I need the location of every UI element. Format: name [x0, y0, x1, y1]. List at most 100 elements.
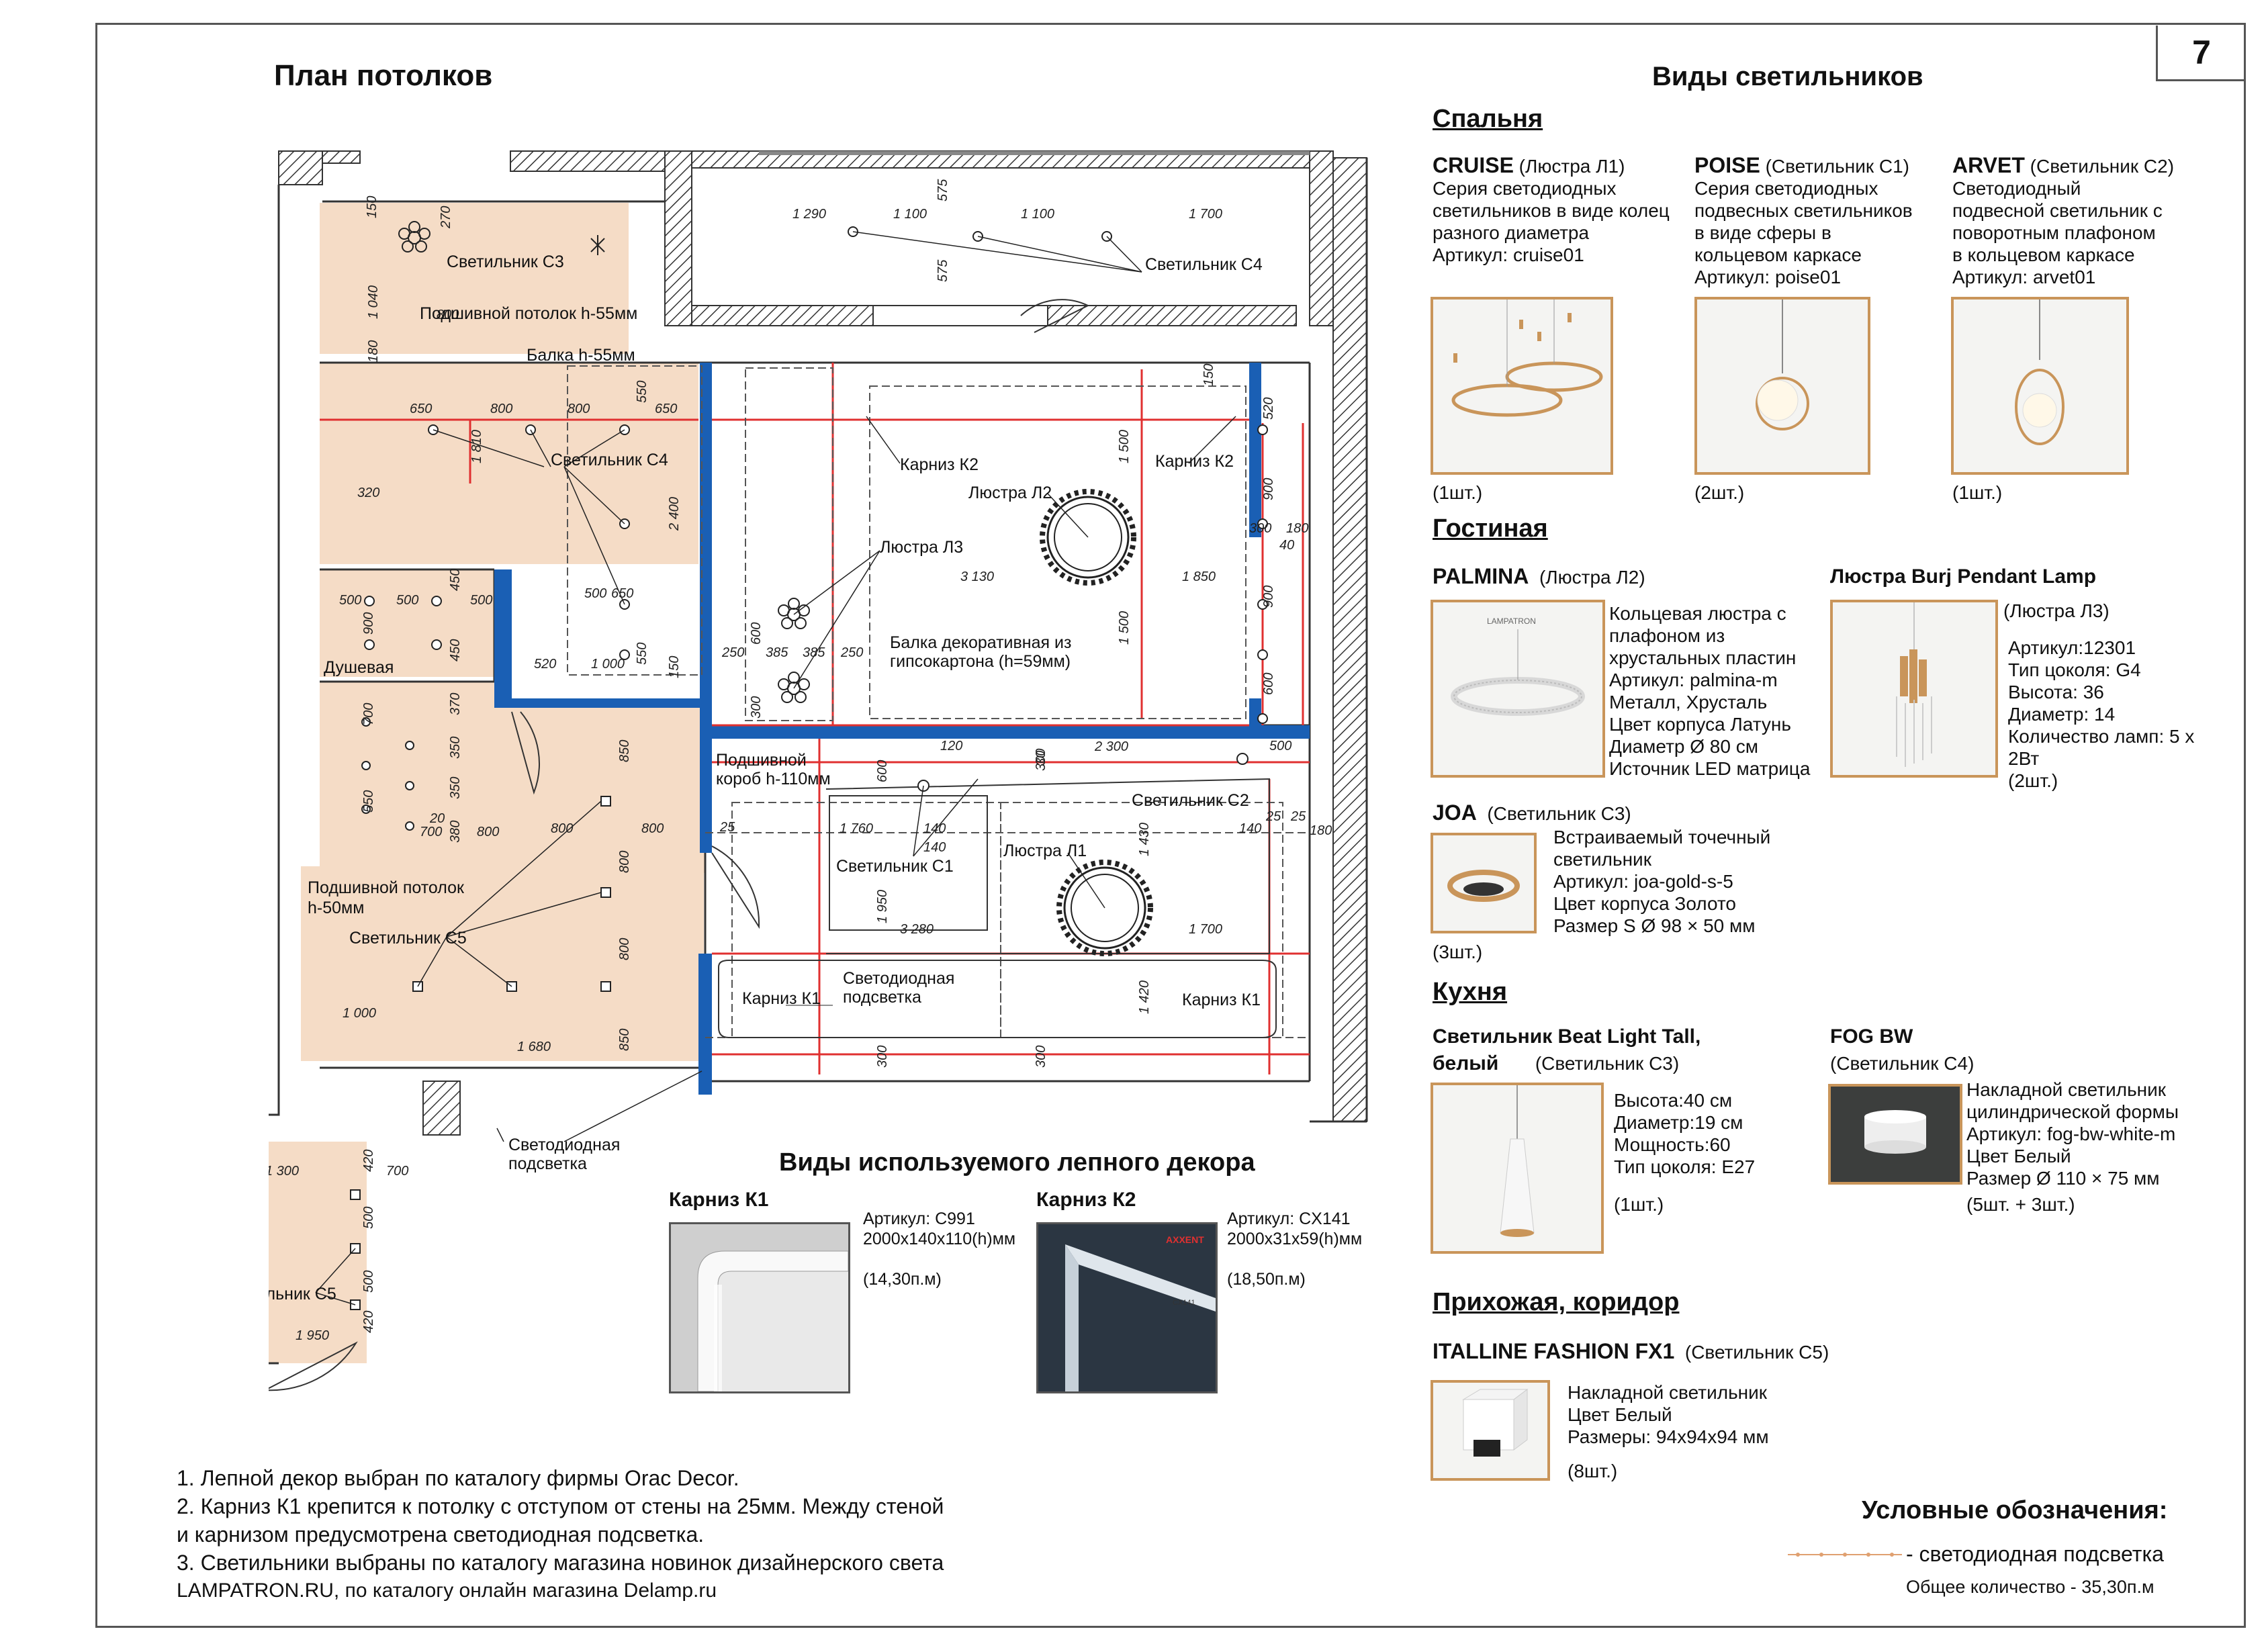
svg-text:575: 575: [936, 179, 950, 201]
svg-text:LAMPATRON: LAMPATRON: [1487, 616, 1536, 626]
svg-text:CX141: CX141: [1173, 1299, 1195, 1307]
k2-name: Карниз К2: [1036, 1189, 1136, 1211]
doors: [269, 299, 1090, 1391]
joa-qty: (3шт.): [1433, 942, 1483, 962]
svg-text:25: 25: [719, 820, 735, 835]
blue-walls: [494, 363, 1310, 1095]
beat-qty: (1шт.): [1614, 1194, 1664, 1215]
svg-text:Балка h-55мм: Балка h-55мм: [527, 346, 635, 365]
svg-text:500: 500: [1269, 739, 1291, 753]
k1-info: Артикул: C991 2000х140х110(h)мм (14,30п.…: [863, 1209, 1016, 1289]
svg-text:550: 550: [635, 381, 649, 403]
italline-title: ITALLINE FASHION FX1 (Светильник С5): [1433, 1339, 1829, 1363]
page-frame: [95, 23, 2246, 1628]
svg-text:800: 800: [641, 821, 664, 836]
poise-info: POISE (Светильник С1) Серия светодиодных…: [1694, 153, 1913, 288]
svg-text:1 430: 1 430: [1137, 823, 1152, 856]
svg-text:1 420: 1 420: [1137, 980, 1152, 1014]
svg-text:550: 550: [635, 643, 649, 665]
svg-text:700: 700: [361, 703, 376, 725]
svg-text:150: 150: [365, 196, 379, 218]
arvet-qty: (1шт.): [1952, 482, 2003, 503]
joa-image: [1431, 833, 1537, 933]
svg-text:250: 250: [721, 645, 744, 660]
arvet-info: ARVET (Светильник С2) Светодиодный подве…: [1952, 153, 2175, 288]
svg-text:300: 300: [875, 1046, 890, 1068]
svg-text:300: 300: [749, 696, 764, 719]
italline-image: [1431, 1380, 1550, 1481]
bedroom-heading: Спальня: [1433, 105, 1543, 133]
svg-text:180: 180: [1310, 823, 1332, 838]
svg-text:385: 385: [766, 645, 788, 660]
svg-text:1 810: 1 810: [469, 430, 484, 463]
k1-name: Карниз К1: [669, 1189, 769, 1211]
svg-text:AXXENT: AXXENT: [1166, 1234, 1204, 1245]
svg-text:1 500: 1 500: [1117, 430, 1132, 463]
svg-text:Светильник С4: Светильник С4: [551, 451, 668, 469]
svg-text:Светодиодная: Светодиодная: [508, 1136, 620, 1154]
floor-fills: [269, 203, 705, 1363]
svg-text:500: 500: [361, 1207, 376, 1229]
svg-text:Карниз К1: Карниз К1: [742, 989, 821, 1008]
svg-text:320: 320: [357, 486, 379, 500]
svg-text:420: 420: [361, 1150, 376, 1172]
svg-text:1 950: 1 950: [875, 890, 890, 923]
page-number: 7: [2156, 26, 2245, 81]
svg-text:500: 500: [396, 593, 418, 608]
svg-text:Подшивной: Подшивной: [716, 751, 807, 770]
svg-text:900: 900: [1261, 586, 1276, 608]
square-luminaires: [350, 796, 611, 1310]
svg-text:20: 20: [429, 811, 445, 826]
svg-text:1 700: 1 700: [1189, 922, 1222, 937]
svg-text:800: 800: [617, 851, 632, 873]
svg-text:800: 800: [477, 825, 499, 839]
svg-text:575: 575: [936, 259, 950, 282]
note-3: 3. Светильники выбраны по каталогу магаз…: [177, 1551, 944, 1575]
joa-desc: Встраиваемый точечный светильник Артикул…: [1553, 827, 1771, 936]
svg-text:3 280: 3 280: [900, 922, 934, 937]
svg-text:300: 300: [1249, 521, 1271, 536]
svg-text:1 680: 1 680: [517, 1040, 551, 1054]
svg-text:Светильник С2: Светильник С2: [1132, 791, 1249, 810]
chandelier-l3-symbol-a: [778, 598, 810, 629]
svg-text:140: 140: [1239, 821, 1261, 836]
note-3b: LAMPATRON.RU, по каталогу онлайн магазин…: [177, 1579, 717, 1602]
lighting-title: Виды светильников: [1652, 62, 1923, 91]
svg-text:600: 600: [749, 623, 764, 645]
legend-led-line: [1788, 1553, 1902, 1557]
svg-text:300: 300: [1034, 1046, 1048, 1068]
cruise-qty: (1шт.): [1433, 482, 1483, 503]
palmina-desc: Кольцевая люстра с плафоном из хрустальн…: [1609, 603, 1811, 779]
svg-text:1 700: 1 700: [1189, 207, 1222, 222]
svg-text:180: 180: [1286, 521, 1308, 536]
burj-desc: Артикул:12301 Тип цоколя: G4 Высота: 36 …: [2008, 637, 2195, 791]
svg-text:подсветка: подсветка: [508, 1154, 587, 1173]
svg-text:370: 370: [448, 693, 463, 715]
svg-text:520: 520: [534, 657, 556, 672]
svg-text:150: 150: [667, 656, 682, 678]
svg-text:Подшивной потолок h-55мм: Подшивной потолок h-55мм: [420, 304, 637, 323]
burj-title: Люстра Burj Pendant Lamp: [1830, 565, 2097, 588]
svg-text:Карниз К1: Карниз К1: [1182, 991, 1261, 1009]
legend-title: Условные обозначения:: [1862, 1496, 2168, 1524]
decor-title: Виды используемого лепного декора: [779, 1148, 1255, 1177]
svg-text:Светильник С3: Светильник С3: [447, 253, 564, 271]
svg-text:700: 700: [386, 1164, 408, 1179]
svg-text:Балка декоративная из: Балка декоративная из: [890, 633, 1071, 652]
svg-text:30: 30: [1034, 751, 1048, 766]
k1-image: [669, 1222, 850, 1393]
svg-text:500: 500: [339, 593, 361, 608]
italline-desc: Накладной светильник Цвет Белый Размеры:…: [1568, 1382, 1769, 1447]
svg-text:Люстра Л1: Люстра Л1: [1003, 841, 1087, 860]
poise-image: [1694, 297, 1870, 475]
kitchen-heading: Кухня: [1433, 978, 1508, 1006]
leader-lines: [315, 231, 1236, 1305]
svg-text:250: 250: [840, 645, 863, 660]
svg-text:Светильник С4: Светильник С4: [1145, 255, 1263, 274]
svg-text:Подшивной потолок: Подшивной потолок: [308, 878, 465, 897]
poise-qty: (2шт.): [1694, 482, 1745, 503]
svg-text:гипсокартона (h=59мм): гипсокартона (h=59мм): [890, 652, 1071, 671]
note-2: 2. Карниз К1 крепится к потолку с отступ…: [177, 1494, 944, 1518]
